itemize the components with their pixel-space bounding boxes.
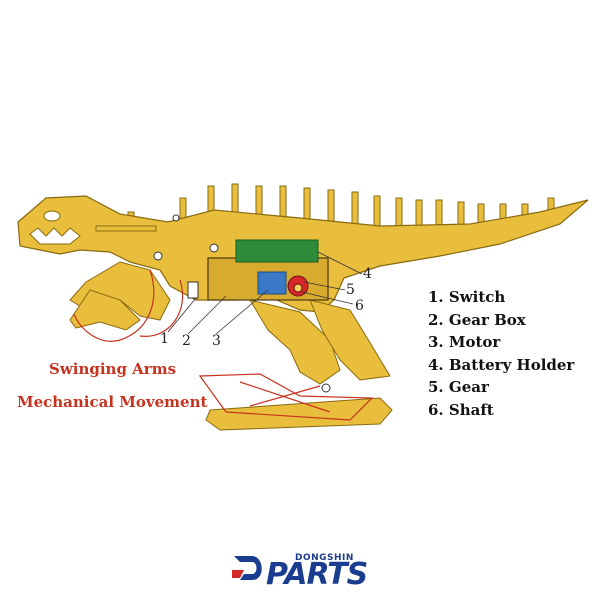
hind-leg (248, 299, 341, 385)
callout-4: 4 (363, 266, 372, 282)
front-arm-right (69, 289, 141, 331)
callout-6: 6 (355, 298, 364, 314)
base-stand (205, 397, 393, 431)
callout-2: 2 (182, 333, 191, 349)
caption-swinging-arms: Swinging Arms (49, 360, 177, 378)
callout-leaders (167, 251, 363, 335)
legend-item-switch: 1. Switch (428, 288, 506, 306)
joint-pins (153, 214, 331, 393)
motor (257, 271, 287, 295)
switch (187, 281, 199, 299)
callout-3: 3 (212, 333, 221, 349)
dongshin-logo-icon (232, 556, 262, 580)
legend-item-gear: 5. Gear (428, 378, 489, 397)
logo-brand-text: DONGSHIN (295, 553, 354, 563)
legend-item-gear-box: 2. Gear Box (428, 310, 526, 329)
parts-legend: 1. Switch 2. Gear Box 3. Motor 4. Batter… (428, 286, 574, 422)
caption-mechanical-movement: Mechanical Movement (17, 393, 208, 411)
legend-item-motor: 3. Motor (428, 333, 501, 352)
callout-1: 1 (160, 331, 169, 347)
motion-lines (73, 269, 374, 421)
skull (29, 210, 157, 245)
legend-item-shaft: 6. Shaft (428, 400, 494, 419)
callout-5: 5 (346, 282, 355, 298)
back-plates (127, 183, 555, 241)
shaft (293, 283, 303, 293)
hind-leg-2 (309, 299, 391, 381)
logo-parts-text: PARTS (266, 557, 368, 592)
legend-item-battery-holder: 4. Battery Holder (428, 355, 575, 374)
battery-holder (235, 239, 319, 263)
